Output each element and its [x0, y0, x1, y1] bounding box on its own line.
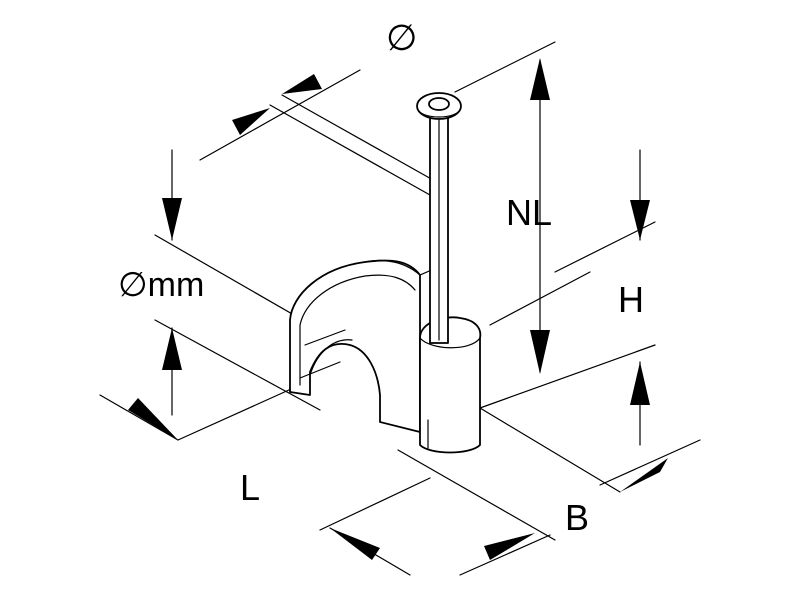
nail-length-label: NL	[506, 192, 553, 233]
nail-length-dimension	[454, 41, 591, 374]
cable-diameter-label: ∅mm	[118, 266, 205, 304]
length-dimension	[99, 384, 701, 493]
nail-diameter-dimension	[199, 69, 443, 196]
length-label: L	[240, 467, 261, 508]
width-label: B	[565, 497, 590, 538]
nail-diameter-label: ∅	[386, 17, 418, 58]
height-dimension	[479, 149, 656, 446]
height-label: H	[618, 279, 644, 320]
cable-diameter-dimension	[154, 149, 321, 416]
cable-clip	[289, 92, 482, 454]
width-dimension	[319, 449, 556, 576]
